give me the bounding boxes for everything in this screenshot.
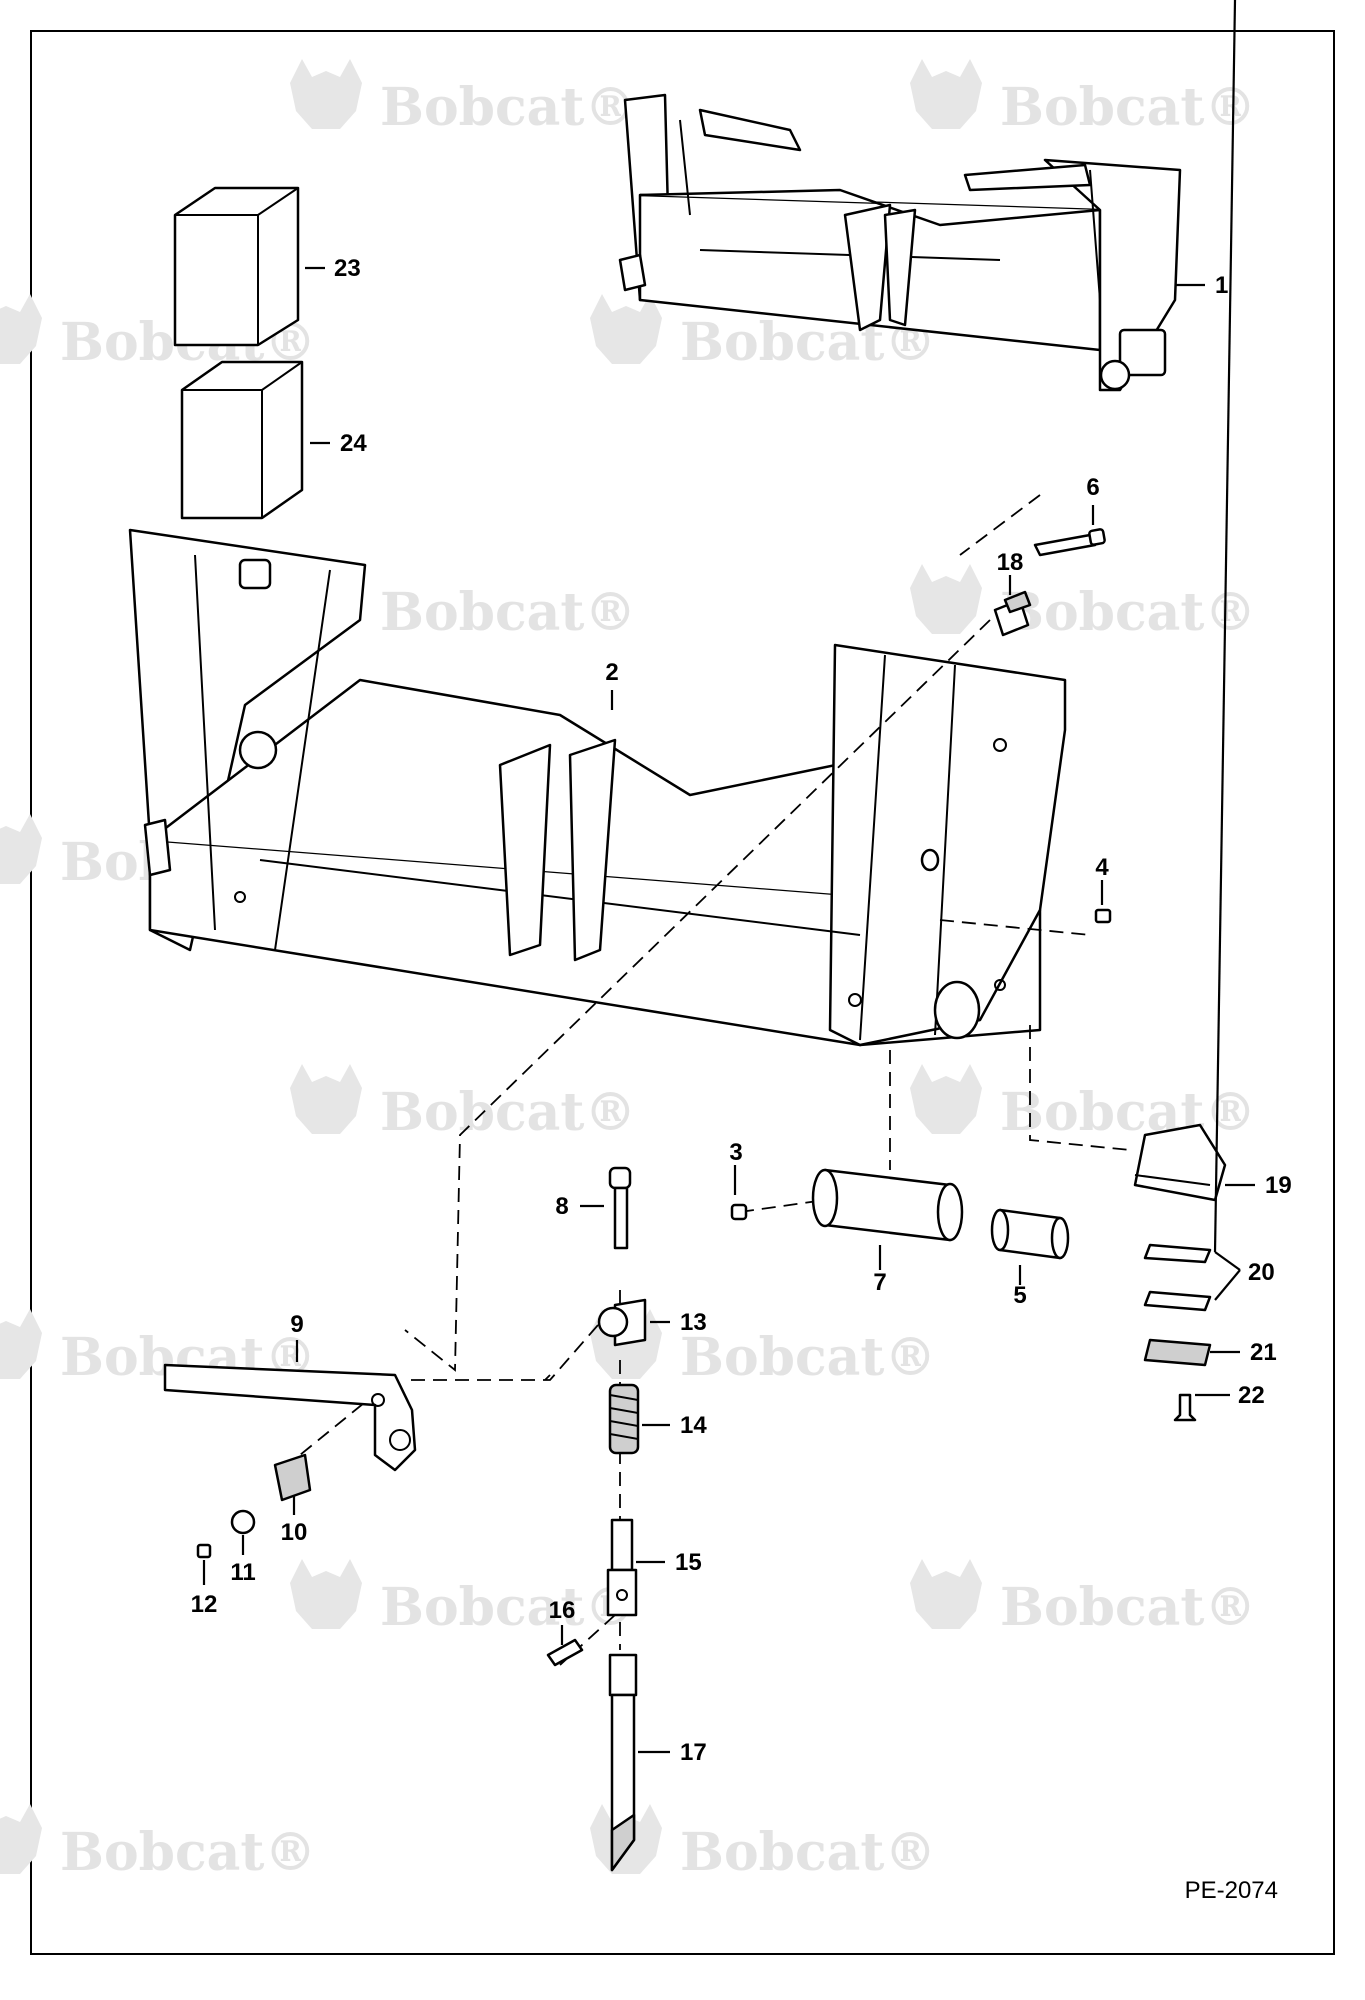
watermark: Bobcat® (590, 294, 936, 373)
part-6-bolt (1033, 528, 1106, 557)
part-3-grease-fitting (730, 1203, 748, 1221)
watermark: Bobcat® (910, 1064, 1256, 1143)
callout-20: 20 (1248, 1259, 1275, 1286)
callout-21: 21 (1250, 1339, 1277, 1366)
callout-16: 16 (549, 1597, 576, 1624)
callout-15: 15 (675, 1549, 702, 1576)
bobcat-logo-icon (290, 59, 362, 129)
part-17-handle (608, 1653, 638, 1872)
watermark-text: Bobcat® (380, 1577, 636, 1638)
watermark: Bobcat® (590, 1804, 936, 1883)
bobcat-logo-icon (910, 564, 982, 634)
bobcat-logo-icon (290, 1064, 362, 1134)
watermark-text: Bobcat® (60, 1822, 316, 1883)
callout-1: 1 (1215, 272, 1228, 299)
watermark: Bobcat® (910, 564, 1256, 643)
watermark-text: Bobcat® (1000, 77, 1256, 138)
callout-19: 19 (1265, 1172, 1292, 1199)
part-22-screw (1173, 1393, 1197, 1422)
bobcat-logo-icon (910, 1559, 982, 1629)
part-15-rod-end (606, 1518, 638, 1617)
callout-7: 7 (873, 1269, 886, 1296)
callout-18: 18 (997, 549, 1024, 576)
callout-6: 6 (1086, 474, 1099, 501)
callout-9: 9 (290, 1311, 303, 1338)
watermark-text: Bobcat® (380, 1082, 636, 1143)
part-23-box (173, 186, 300, 347)
part-2-quick-tach-frame-large (128, 528, 1067, 1047)
callout-23: 23 (334, 255, 361, 282)
bobcat-logo-icon (910, 59, 982, 129)
bobcat-logo-icon (0, 814, 42, 884)
callout-8: 8 (555, 1193, 568, 1220)
callout-11: 11 (230, 1559, 255, 1586)
part-7-bushing (811, 1168, 964, 1242)
part-12-nut (196, 1543, 212, 1559)
watermark-text: Bobcat® (380, 582, 636, 643)
watermark-text: Bobcat® (680, 1822, 936, 1883)
bobcat-logo-icon (0, 1309, 42, 1379)
drawing-code: PE-2074 (1185, 1877, 1278, 1904)
watermark: Bobcat® (910, 1559, 1256, 1638)
callout-22: 22 (1238, 1382, 1265, 1409)
watermark-text: Bobcat® (680, 1327, 936, 1388)
part-8-pin (608, 1166, 632, 1250)
part-21-plate (1143, 1338, 1212, 1367)
part-11-washer (230, 1509, 256, 1535)
watermark: Bobcat® (290, 1559, 636, 1638)
part-9-lever (163, 1363, 417, 1472)
callout-17: 17 (680, 1739, 707, 1766)
callout-24: 24 (340, 430, 367, 457)
bobcat-logo-icon (0, 294, 42, 364)
watermark: Bobcat® (910, 59, 1256, 138)
watermark: Bobcat® (290, 59, 636, 138)
watermark-text: Bobcat® (1000, 1082, 1256, 1143)
part-4-grease-fitting (1094, 908, 1112, 924)
callout-3: 3 (729, 1139, 742, 1166)
callout-2: 2 (605, 659, 618, 686)
part-16-pin (546, 1638, 584, 1667)
part-20-shim-lower (1143, 1290, 1212, 1312)
part-24-box (180, 360, 304, 520)
callout-5: 5 (1013, 1282, 1026, 1309)
bobcat-logo-icon (910, 1064, 982, 1134)
callout-13: 13 (680, 1309, 707, 1336)
watermark: Bobcat® (0, 1804, 316, 1883)
callout-12: 12 (191, 1591, 218, 1618)
watermark-text: Bobcat® (1000, 582, 1256, 643)
part-20-shim-upper (1143, 1243, 1212, 1264)
watermark: Bobcat® (290, 1064, 636, 1143)
callout-leaders (202, 0, 1255, 1754)
callout-labels: 1 2 3 4 5 6 7 8 9 10 11 12 13 14 15 16 1… (191, 255, 1292, 1766)
bobcat-logo-icon (290, 1559, 362, 1629)
diagram-border (30, 30, 1335, 1955)
part-5-bushing (990, 1208, 1070, 1260)
part-13-block (597, 1298, 647, 1347)
part-19-pad (1133, 1123, 1227, 1202)
part-1-quick-tach-frame (618, 93, 1182, 392)
watermark-text: Bobcat® (380, 77, 636, 138)
bobcat-logo-icon (590, 294, 662, 364)
callout-10: 10 (281, 1519, 308, 1546)
callout-14: 14 (680, 1412, 707, 1439)
part-10-spring (273, 1453, 312, 1502)
bobcat-logo-icon (0, 1804, 42, 1874)
part-14-spring (608, 1383, 640, 1455)
watermark-text: Bobcat® (1000, 1577, 1256, 1638)
callout-4: 4 (1095, 854, 1109, 881)
part-18-fitting (993, 590, 1032, 637)
